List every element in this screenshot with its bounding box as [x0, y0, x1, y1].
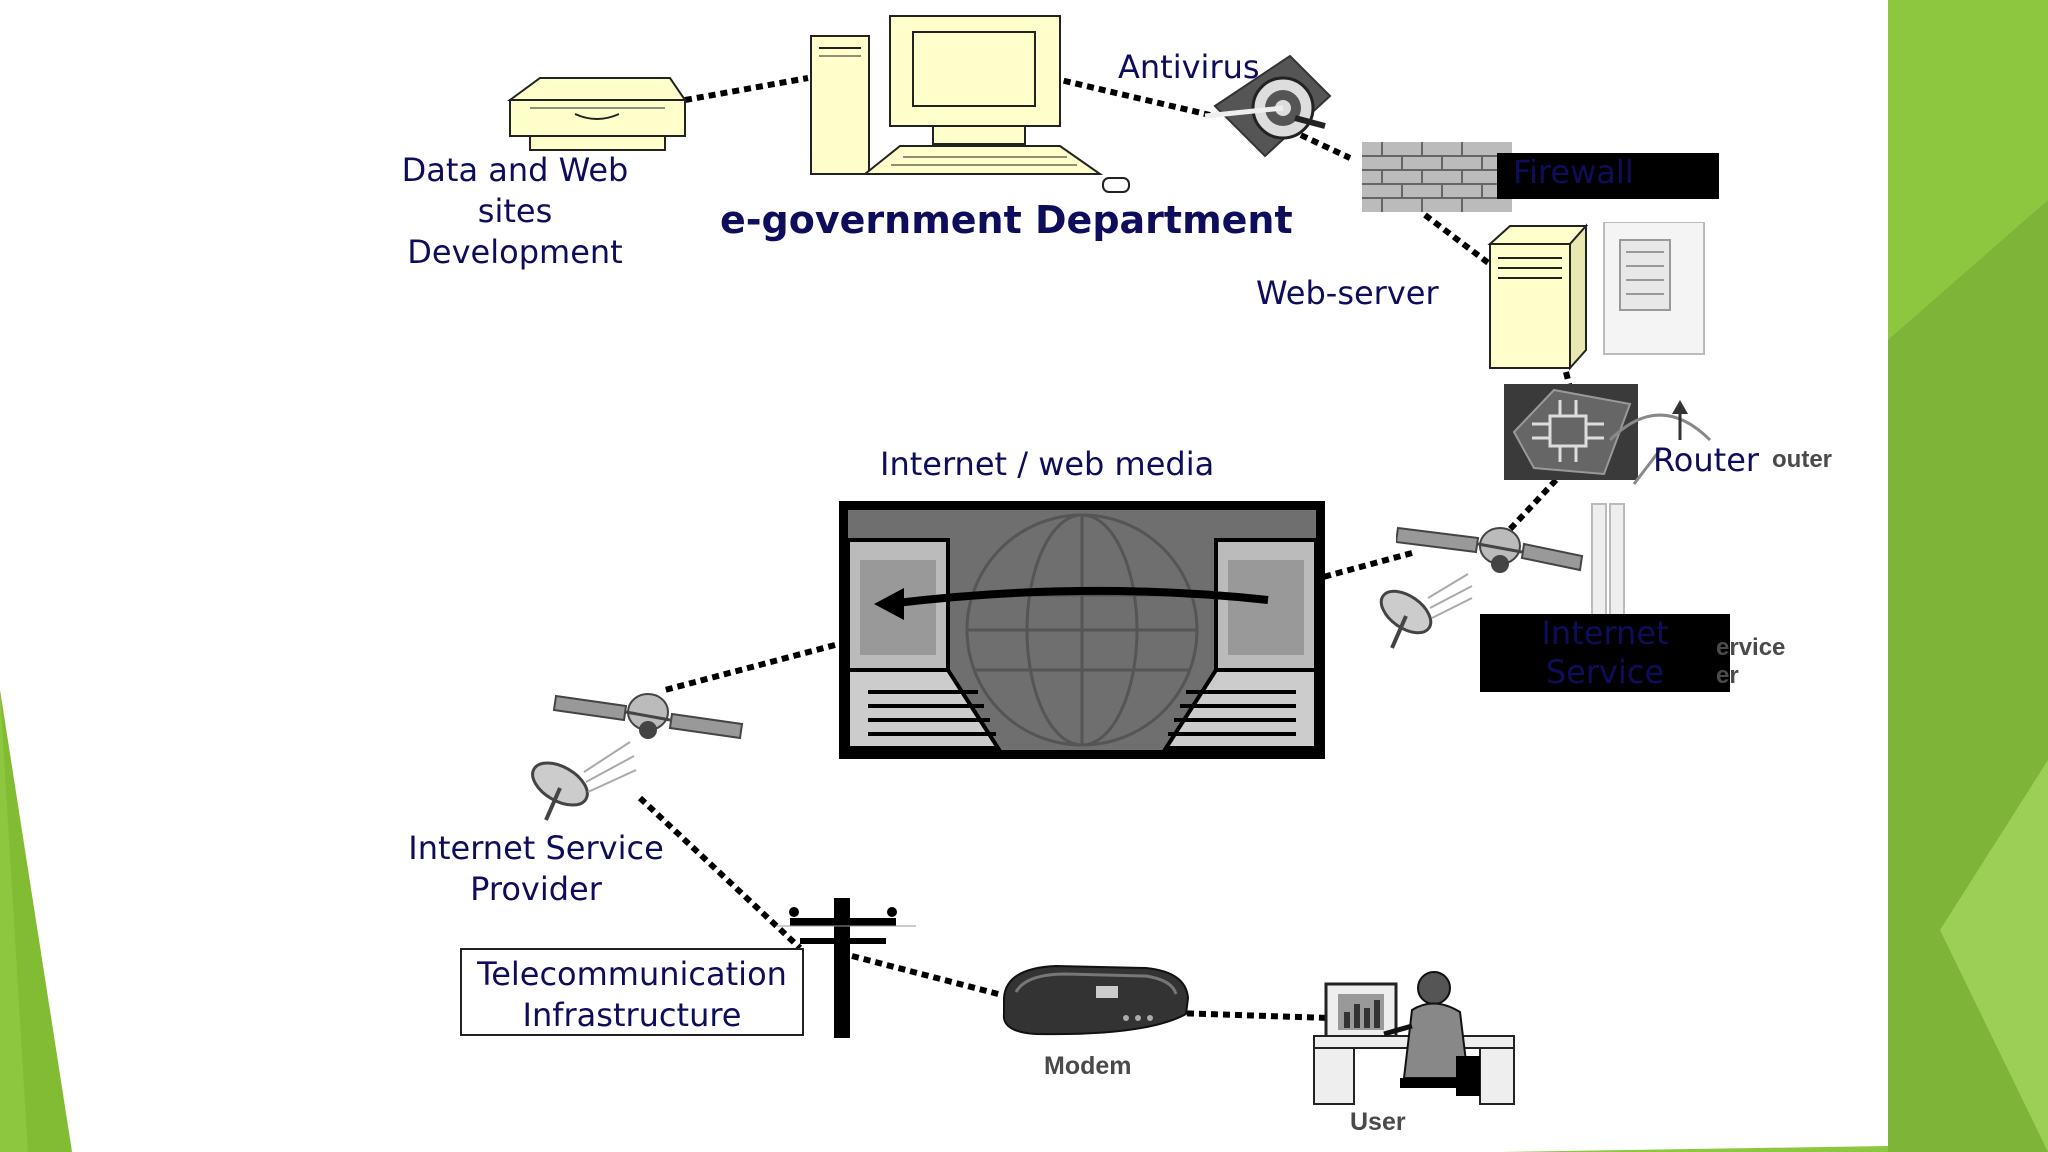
web-server-label: Web-server [1256, 274, 1439, 312]
department-computer-icon [810, 15, 1130, 193]
antivirus-icon [1204, 54, 1332, 158]
link-left-isp-to-pole [637, 795, 803, 951]
bottom-green-sliver [1500, 1146, 1888, 1152]
left-dish-icon [531, 741, 637, 821]
firewall-label: Firewall [1497, 153, 1719, 199]
user-workstation-icon [1313, 971, 1515, 1105]
user-label: User [1350, 1108, 1406, 1136]
router-label: Router [1653, 441, 1760, 479]
router-icon [1504, 384, 1638, 480]
right-satellite-icon [1396, 526, 1584, 573]
link-firewall-to-webserver [1423, 212, 1497, 271]
link-pole-to-modem [851, 953, 1003, 998]
internet-media-label: Internet / web media [880, 445, 1215, 483]
link-department-to-antivirus [1051, 75, 1211, 118]
storage-drive-icon [506, 77, 687, 151]
link-internet-to-left-satellite [664, 642, 836, 693]
isp-right-faded-label: ervice er [1716, 634, 1786, 689]
faded-server-icon [1603, 222, 1705, 355]
right-dish-icon [1379, 573, 1473, 649]
left-green-accent-shade [0, 690, 72, 1152]
faded-isp-tower-icon [1591, 503, 1625, 624]
link-router-to-satellite [1497, 477, 1559, 543]
router-faded-label: outer [1772, 446, 1832, 473]
data-dev-label: Data and Web sites Development [401, 151, 629, 271]
web-server-icon [1487, 223, 1589, 371]
telecom-label: Telecommunication Infrastructure [460, 948, 804, 1036]
isp-right-label: Internet Service Provider [1480, 614, 1730, 692]
link-data-to-department [684, 75, 809, 103]
antivirus-label: Antivirus [1118, 48, 1260, 86]
diagram-title: e-government Department [720, 198, 1293, 242]
link-modem-to-user [1174, 1010, 1331, 1021]
telephone-pole-icon [776, 898, 916, 1038]
right-green-facet [1940, 760, 2048, 1152]
modem-label: Modem [1044, 1052, 1132, 1080]
firewall-icon [1362, 142, 1512, 212]
internet-media-icon [839, 501, 1325, 759]
left-satellite-icon [552, 693, 744, 740]
faded-router-antenna-icon [1608, 400, 1712, 485]
isp-left-label: Internet Service Provider [408, 829, 664, 908]
modem-icon [1002, 964, 1190, 1036]
